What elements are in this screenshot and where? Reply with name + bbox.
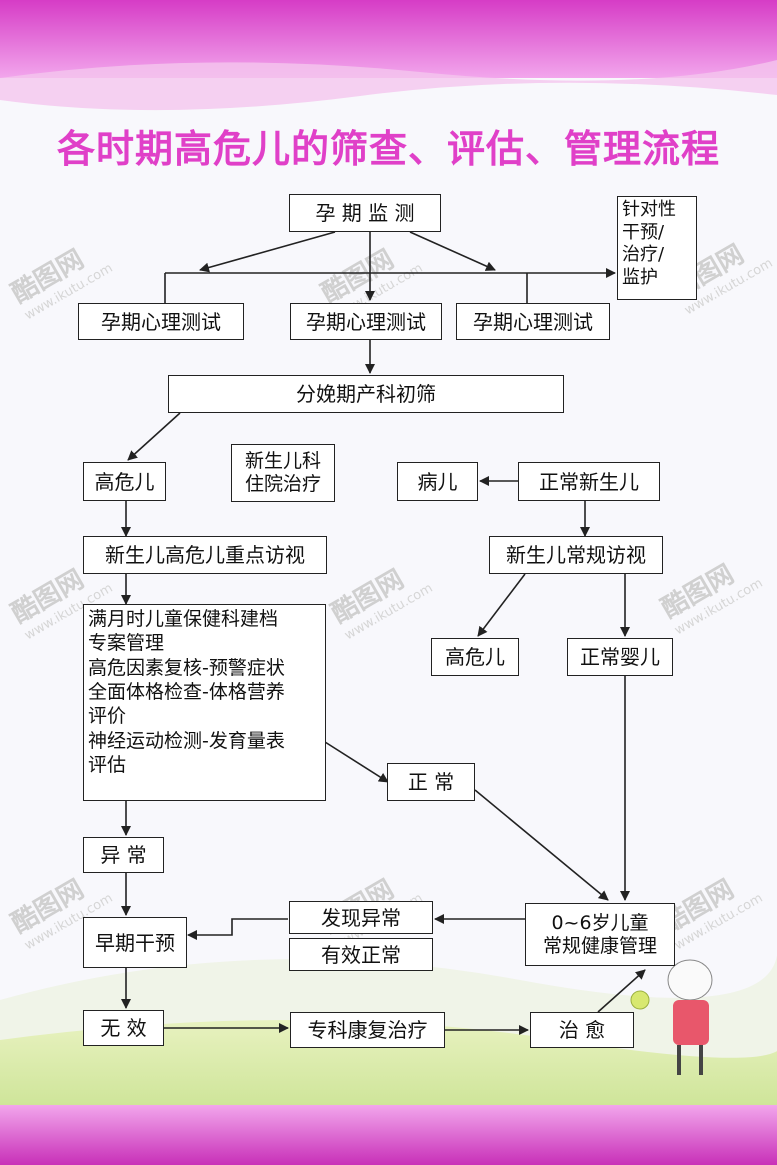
node-monthly-management: 满月时儿童保健科建档 专案管理 高危因素复核-预警症状 全面体格检查-体格营养 … (83, 604, 326, 801)
cartoon-decoration (630, 959, 713, 1075)
node-high-risk: 高危儿 (83, 462, 166, 501)
node-normal-infant: 正常婴儿 (567, 638, 673, 676)
arrow (597, 969, 646, 1013)
node-routine-visit: 新生儿常规访视 (489, 536, 663, 574)
node-routine-health: 0~6岁儿童 常规健康管理 (525, 903, 675, 966)
node-psych-test-3: 孕期心理测试 (456, 303, 610, 340)
arrow (324, 741, 389, 783)
node-high-risk-visit: 新生儿高危儿重点访视 (83, 536, 327, 574)
arrow (477, 573, 526, 637)
node-psych-test-2: 孕期心理测试 (290, 303, 442, 340)
node-effective-normal: 有效正常 (289, 938, 433, 971)
node-sick: 病儿 (397, 462, 478, 501)
node-high-risk-2: 高危儿 (431, 638, 519, 676)
arrow (409, 231, 496, 271)
node-normal: 正 常 (387, 763, 475, 801)
arrow (187, 918, 288, 940)
node-intervention: 针对性 干预/ 治疗/ 监护 (617, 196, 697, 300)
node-cured: 治 愈 (530, 1012, 634, 1048)
arrow (474, 789, 609, 901)
node-normal-newborn: 正常新生儿 (518, 462, 660, 501)
page-title: 各时期高危儿的筛查、评估、管理流程 (56, 127, 720, 171)
node-rehab: 专科康复治疗 (290, 1012, 445, 1048)
node-early-intervention: 早期干预 (83, 917, 187, 968)
arrow (127, 412, 181, 461)
node-delivery-screen: 分娩期产科初筛 (168, 375, 564, 413)
node-pregnancy-monitor: 孕 期 监 测 (289, 194, 441, 232)
node-nicu: 新生儿科 住院治疗 (231, 444, 335, 502)
node-ineffective: 无 效 (83, 1010, 164, 1046)
node-found-abnormal: 发现异常 (289, 901, 433, 934)
arrow (199, 231, 336, 273)
node-abnormal: 异 常 (83, 837, 164, 873)
node-psych-test-1: 孕期心理测试 (78, 303, 244, 340)
